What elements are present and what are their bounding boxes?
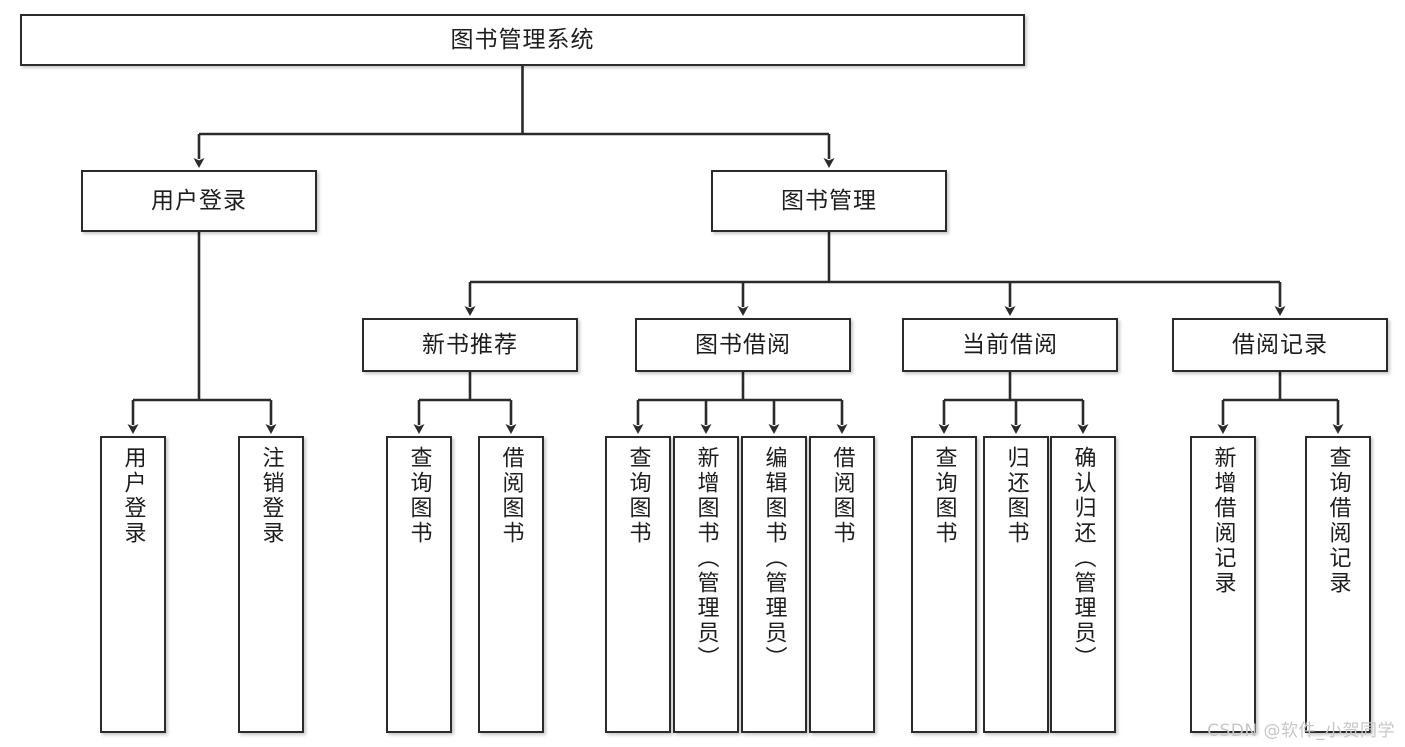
node-n_query[interactable]: 查询图书 bbox=[386, 436, 452, 733]
node-c_return[interactable]: 归还图书 bbox=[983, 436, 1049, 733]
node-label-c_return: 归还图书 bbox=[1003, 446, 1029, 546]
node-label-l_logout: 注销登录 bbox=[258, 446, 284, 546]
node-current[interactable]: 当前借阅 bbox=[902, 318, 1118, 372]
node-records[interactable]: 借阅记录 bbox=[1172, 318, 1388, 372]
node-label-records: 借阅记录 bbox=[1232, 331, 1328, 358]
node-label-borrow: 图书借阅 bbox=[695, 331, 791, 358]
node-label-b_borrow: 借阅图书 bbox=[829, 446, 855, 546]
node-label-r_query: 查询借阅记录 bbox=[1325, 446, 1351, 596]
node-b_borrow[interactable]: 借阅图书 bbox=[809, 436, 875, 733]
watermark-text: CSDN @软件_小贺同学 bbox=[1207, 721, 1395, 741]
node-label-c_query: 查询图书 bbox=[931, 446, 957, 546]
node-label-n_query: 查询图书 bbox=[406, 446, 432, 546]
node-label-c_confirm: 确认归还（管理员） bbox=[1070, 446, 1096, 671]
node-l_login[interactable]: 用户登录 bbox=[100, 436, 166, 733]
node-label-bookmgmt: 图书管理 bbox=[781, 187, 877, 214]
node-r_add[interactable]: 新增借阅记录 bbox=[1190, 436, 1256, 733]
node-label-b_add: 新增图书（管理员） bbox=[693, 446, 719, 671]
node-b_edit[interactable]: 编辑图书（管理员） bbox=[741, 436, 807, 733]
node-login[interactable]: 用户登录 bbox=[81, 170, 317, 232]
node-l_logout[interactable]: 注销登录 bbox=[238, 436, 304, 733]
node-label-b_query: 查询图书 bbox=[625, 446, 651, 546]
node-label-newbook: 新书推荐 bbox=[422, 331, 518, 358]
node-bookmgmt[interactable]: 图书管理 bbox=[711, 170, 947, 232]
node-label-l_login: 用户登录 bbox=[120, 446, 146, 546]
node-r_query[interactable]: 查询借阅记录 bbox=[1305, 436, 1371, 733]
node-c_confirm[interactable]: 确认归还（管理员） bbox=[1050, 436, 1116, 733]
node-label-n_borrow: 借阅图书 bbox=[498, 446, 524, 546]
node-borrow[interactable]: 图书借阅 bbox=[635, 318, 851, 372]
node-c_query[interactable]: 查询图书 bbox=[911, 436, 977, 733]
node-b_add[interactable]: 新增图书（管理员） bbox=[673, 436, 739, 733]
node-newbook[interactable]: 新书推荐 bbox=[362, 318, 578, 372]
node-label-login: 用户登录 bbox=[151, 187, 247, 214]
node-label-current: 当前借阅 bbox=[962, 331, 1058, 358]
node-root[interactable]: 图书管理系统 bbox=[20, 14, 1025, 66]
node-label-root: 图书管理系统 bbox=[450, 26, 595, 53]
node-label-r_add: 新增借阅记录 bbox=[1210, 446, 1236, 596]
node-label-b_edit: 编辑图书（管理员） bbox=[761, 446, 787, 671]
node-b_query[interactable]: 查询图书 bbox=[605, 436, 671, 733]
node-n_borrow[interactable]: 借阅图书 bbox=[478, 436, 544, 733]
